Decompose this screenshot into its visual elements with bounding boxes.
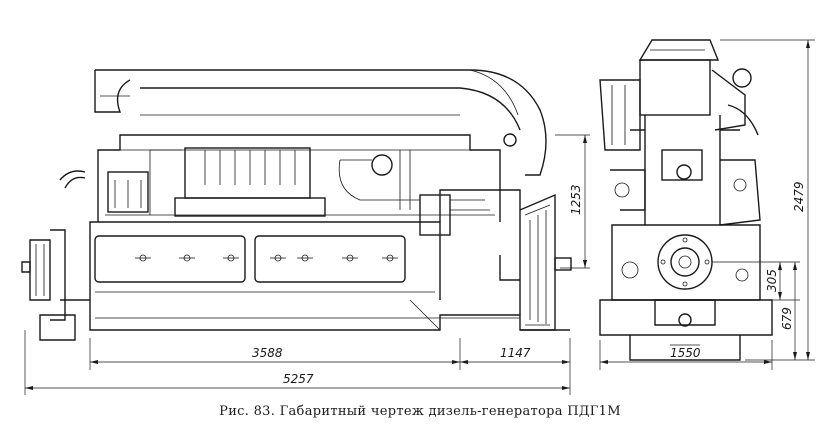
dim-height-base: 679 <box>780 307 794 330</box>
dim-width-front: 1550 <box>670 346 701 360</box>
technical-drawing: 3588 1147 5257 1550 1253 2479 305 679 <box>21 39 815 395</box>
dim-length-main: 3588 <box>252 346 283 360</box>
fuel-pump <box>184 147 311 199</box>
crankcase-panel-left <box>94 235 246 283</box>
dim-height-side: 1253 <box>569 184 583 215</box>
generator-housing <box>439 189 521 315</box>
dim-height-total: 2479 <box>792 181 806 212</box>
filter-housing <box>107 171 149 213</box>
dimension-lines <box>24 39 815 395</box>
exhaust-manifold <box>95 69 547 176</box>
turbocharger <box>639 59 711 116</box>
crankcase-panel-right <box>254 235 406 283</box>
governor <box>371 154 393 176</box>
front-view <box>599 39 773 361</box>
side-view <box>21 69 572 341</box>
dim-length-generator: 1147 <box>500 346 531 360</box>
dim-length-total: 5257 <box>283 372 314 386</box>
crankshaft-flange <box>657 234 713 290</box>
figure-caption: Рис. 83. Габаритный чертеж дизель-генера… <box>219 404 621 419</box>
dim-height-axis: 305 <box>765 269 779 292</box>
generator-shaft <box>554 257 572 271</box>
cover-plate <box>661 149 703 181</box>
pulley <box>29 239 51 301</box>
